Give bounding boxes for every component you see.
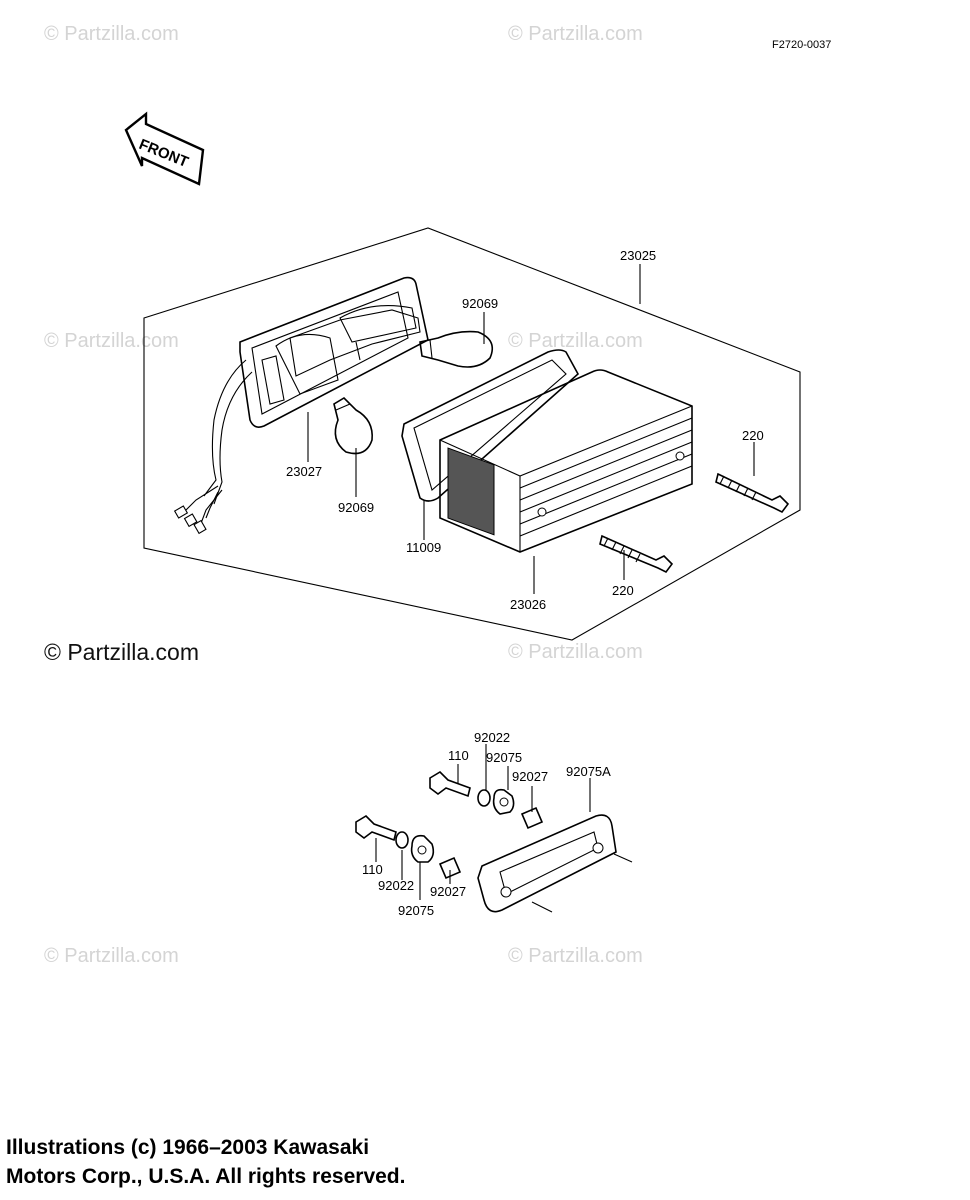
label-92069-upper: 92069	[462, 296, 498, 311]
watermark: © Partzilla.com	[508, 330, 643, 352]
label-11009: 11009	[406, 540, 441, 555]
label-220-left: 220	[612, 583, 634, 598]
bolt-upper	[429, 770, 471, 798]
copyright-line-1: Illustrations (c) 1966–2003 Kawasaki	[6, 1136, 370, 1159]
label-92022-upper: 92022	[474, 730, 510, 745]
screw-right	[715, 472, 790, 514]
label-92022-lower: 92022	[378, 878, 414, 893]
screw-left	[599, 534, 674, 574]
watermark: © Partzilla.com	[44, 945, 179, 967]
washer-lower	[395, 831, 409, 849]
collar-lower	[438, 856, 462, 880]
washer-upper	[477, 789, 491, 807]
part-labels: 23025 92069 23027 92069 11009 23026 220 …	[286, 248, 764, 918]
watermark: © Partzilla.com	[44, 23, 179, 45]
copyright-line-2: Motors Corp., U.S.A. All rights reserved…	[6, 1165, 406, 1188]
label-110-upper: 110	[448, 748, 469, 763]
label-92027-upper: 92027	[512, 769, 548, 784]
grommet-upper	[492, 788, 515, 815]
bulb-upper	[419, 330, 494, 368]
watermarks: © Partzilla.com © Partzilla.com © Partzi…	[44, 23, 643, 967]
wire-harness	[173, 359, 253, 535]
label-92075a: 92075A	[566, 764, 611, 779]
label-23025: 23025	[620, 248, 656, 263]
base-case	[439, 369, 693, 553]
watermark: © Partzilla.com	[508, 23, 643, 45]
bolt-lower	[355, 814, 397, 842]
label-23026: 23026	[510, 597, 546, 612]
gasket	[401, 349, 580, 502]
watermark: © Partzilla.com	[508, 641, 643, 663]
grommet-lower	[410, 834, 435, 863]
lens-frame	[239, 276, 429, 428]
gasket-bracket	[477, 814, 633, 913]
label-92027-lower: 92027	[430, 884, 466, 899]
watermark: © Partzilla.com	[508, 945, 643, 967]
watermark-prominent: © Partzilla.com	[44, 639, 199, 665]
label-92069-lower: 92069	[338, 500, 374, 515]
label-23027: 23027	[286, 464, 322, 479]
label-110-lower: 110	[362, 862, 383, 877]
collar-upper	[520, 806, 544, 830]
leader-lines	[307, 264, 755, 900]
assembly-outline	[143, 227, 801, 641]
bulb-lower	[333, 396, 373, 455]
label-220-right: 220	[742, 428, 764, 443]
front-arrow-icon: FRONT	[124, 111, 205, 186]
watermark: © Partzilla.com	[44, 330, 179, 352]
copyright-notice: Illustrations (c) 1966–2003 Kawasaki Mot…	[6, 1133, 405, 1191]
label-92075-lower: 92075	[398, 903, 434, 918]
label-92075-upper: 92075	[486, 750, 522, 765]
diagram-code: F2720-0037	[772, 39, 831, 51]
